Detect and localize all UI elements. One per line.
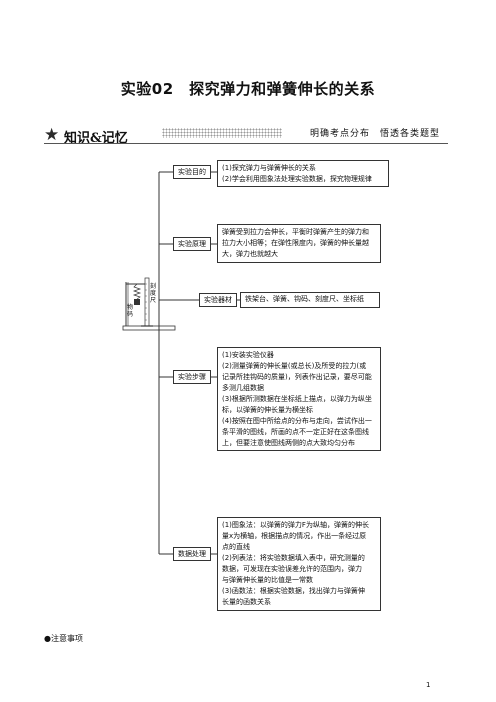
branch-equipment: 实验器材 [199,293,237,307]
content-line: 多测几组数据 [222,384,264,392]
iron-stand-spring-diagram [122,277,176,331]
content-line: 长量的函数关系 [222,598,271,606]
content-line: (2)测量弹簧的伸长量(或总长)及所受的拉力(或 [222,362,367,370]
content-line: 与弹簧伸长量的比值是一常数 [222,576,313,584]
branch-steps: 实验步骤 [173,370,211,384]
content-line: 数据，可发现在实验误差允许的范围内，弹力 [222,565,362,573]
weight-label: 物码 [127,304,134,318]
content-data-processing: (1)图象法：以弹簧的弹力F为纵轴，弹簧的伸长 量x为横轴，根据描点的情况，作出… [217,517,381,611]
content-line: 量x为横轴，根据描点的情况，作出一条经过原 [222,532,367,540]
content-line: 大，弹力也就越大 [222,250,278,258]
content-line: 点的直线 [222,543,250,551]
branch-data-processing: 数据处理 [173,547,211,561]
content-line: 拉力大小相等；在弹性限度内，弹簧的伸长量越 [222,239,369,247]
content-steps: (1)安装实验仪器 (2)测量弹簧的伸长量(或总长)及所受的拉力(或 记录所挂钩… [217,347,381,451]
content-line: (3)函数法：根据实验数据，找出弹力与弹簧伸 [222,587,365,595]
content-line: (4)按照在图中所绘点的分布与走向，尝试作出一 [222,417,372,425]
content-line: (3)根据所测数据在坐标纸上描点，以弹力为纵坐 [222,395,372,403]
content-line: (2)学会利用图象法处理实验数据，探究物理规律 [222,175,372,183]
content-line: (1)图象法：以弹簧的弹力F为纵轴，弹簧的伸长 [222,521,369,529]
content-equipment: 铁架台、弹簧、钩码、刻度尺、坐标纸 [240,292,380,308]
notes-heading: ●注意事项 [44,634,83,643]
content-line: 条平滑的图线，所画的点不一定正好在这条图线 [222,428,369,436]
banner-dots-decoration [162,128,282,138]
branch-purpose: 实验目的 [173,165,211,179]
content-line: 铁架台、弹簧、钩码、刻度尺、坐标纸 [245,295,364,303]
content-line: 弹簧受到拉力会伸长，平衡时弹簧产生的弹力和 [222,228,369,236]
banner-rule [44,143,448,144]
page-title: 实验02 探究弹力和弹簧伸长的关系 [120,80,376,98]
banner-label: 知识&记忆 [64,131,128,146]
banner-slogan: 明确考点分布 悟透各类题型 [309,129,440,139]
star-icon: ★ [44,125,60,145]
content-purpose: (1)探究弹力与弹簧伸长的关系 (2)学会利用图象法处理实验数据，探究物理规律 [217,160,389,187]
apparatus-illustration: 刻度尺 物码 [117,274,177,334]
content-principle: 弹簧受到拉力会伸长，平衡时弹簧产生的弹力和 拉力大小相等；在弹性限度内，弹簧的伸… [217,224,381,263]
content-line: 记录所挂钩码的质量)，列表作出记录，要尽可能 [222,373,372,381]
content-line: 标，以弹簧的伸长量为横坐标 [222,406,313,414]
content-line: 上，但要注意使图线两侧的点大致均匀分布 [222,439,355,447]
branch-principle: 实验原理 [173,237,211,251]
page-number: 1 [426,681,431,689]
content-line: (2)列表法：将实验数据填入表中，研究测量的 [222,554,365,562]
content-line: (1)安装实验仪器 [222,351,274,359]
ruler-label: 刻度尺 [150,283,157,304]
content-line: (1)探究弹力与弹簧伸长的关系 [222,164,316,172]
section-banner: ★ 知识&记忆 明确考点分布 悟透各类题型 [44,124,448,148]
